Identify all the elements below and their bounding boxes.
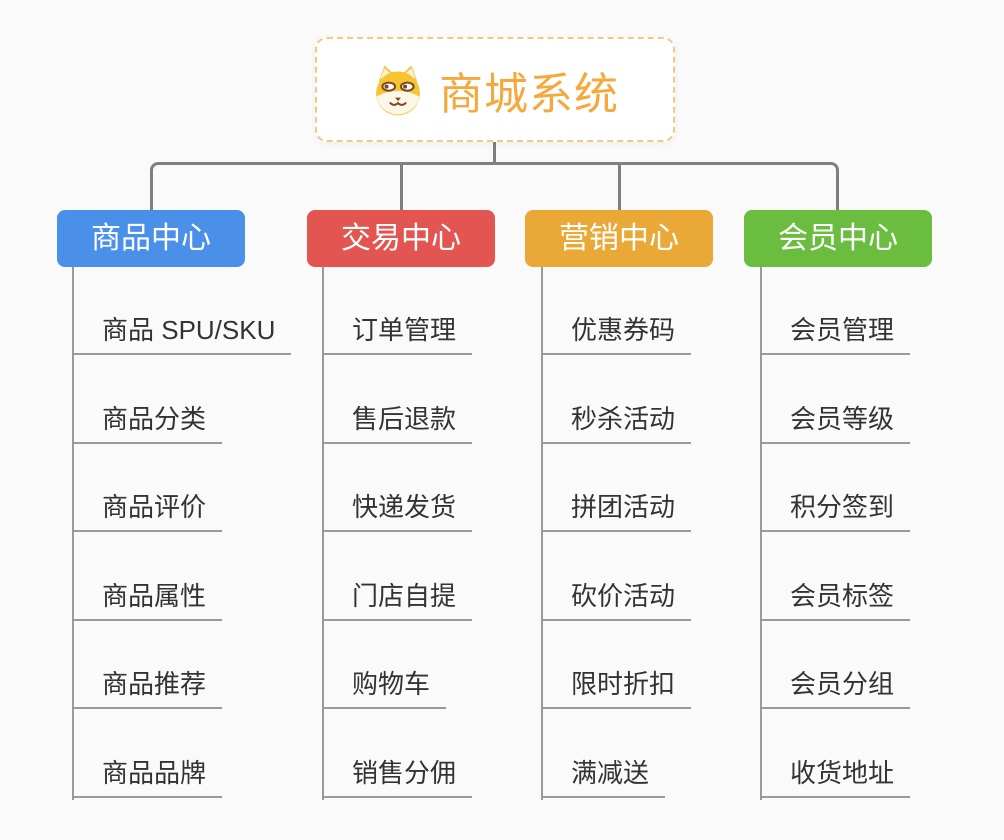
branch-line-members [760, 267, 762, 800]
topic-item[interactable]: 会员分组 [760, 667, 911, 709]
topic-item[interactable]: 商品属性 [72, 579, 223, 621]
topic-item[interactable]: 商品分类 [72, 402, 223, 444]
connector-root-stub [493, 142, 496, 164]
topic-item[interactable]: 拼团活动 [541, 490, 692, 532]
connector-frame [150, 162, 839, 210]
branch-node-marketing[interactable]: 营销中心 [525, 210, 713, 267]
topic-item[interactable]: 积分签到 [760, 490, 911, 532]
branch-line-products [72, 267, 74, 800]
topic-item[interactable]: 会员标签 [760, 579, 911, 621]
topic-item[interactable]: 售后退款 [322, 402, 473, 444]
topic-item[interactable]: 商品品牌 [72, 756, 223, 798]
branch-line-marketing [541, 267, 543, 800]
topic-item[interactable]: 商品推荐 [72, 667, 223, 709]
branch-line-trade [322, 267, 324, 800]
topic-item[interactable]: 收货地址 [760, 756, 911, 798]
branch-node-products[interactable]: 商品中心 [57, 210, 245, 267]
topic-item[interactable]: 商品评价 [72, 490, 223, 532]
topic-item[interactable]: 砍价活动 [541, 579, 692, 621]
connector-drop-trade [400, 164, 403, 210]
root-title: 商城系统 [439, 69, 619, 119]
branch-node-trade[interactable]: 交易中心 [307, 210, 495, 267]
topic-item[interactable]: 购物车 [322, 667, 447, 709]
topic-item[interactable]: 满减送 [541, 756, 666, 798]
connector-drop-marketing [618, 164, 621, 210]
topic-item[interactable]: 商品 SPU/SKU [72, 313, 292, 355]
topic-item[interactable]: 会员等级 [760, 402, 911, 444]
root-node[interactable]: 商城系统 [315, 37, 675, 142]
topic-item[interactable]: 会员管理 [760, 313, 911, 355]
topic-item[interactable]: 门店自提 [322, 579, 473, 621]
shiba-dog-icon [376, 65, 420, 115]
topic-item[interactable]: 销售分佣 [322, 756, 473, 798]
topic-item[interactable]: 快递发货 [322, 490, 473, 532]
topic-item[interactable]: 订单管理 [322, 313, 473, 355]
branch-node-members[interactable]: 会员中心 [744, 210, 932, 267]
topic-item[interactable]: 秒杀活动 [541, 402, 692, 444]
topic-item[interactable]: 限时折扣 [541, 667, 692, 709]
topic-item[interactable]: 优惠券码 [541, 313, 692, 355]
